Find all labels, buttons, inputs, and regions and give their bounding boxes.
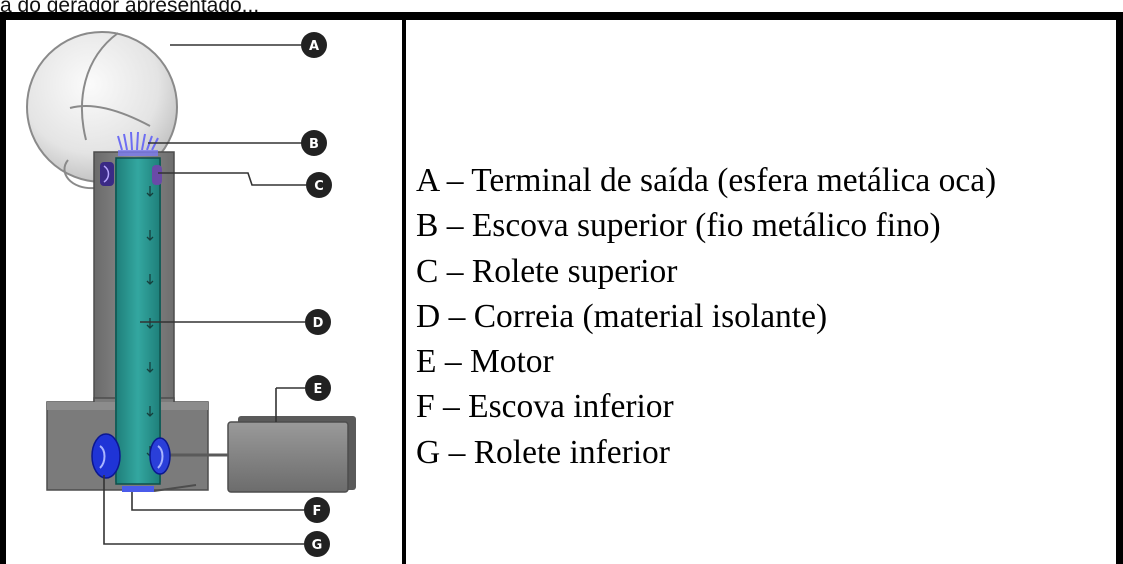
leader-line-e bbox=[275, 387, 305, 422]
belt-arrow-4 bbox=[146, 318, 154, 329]
marker-c-circle bbox=[306, 172, 332, 198]
conveyor-belt bbox=[115, 157, 161, 485]
belt-arrow-1 bbox=[146, 186, 154, 197]
top-roller bbox=[100, 162, 162, 186]
marker-e-label: E bbox=[314, 382, 323, 397]
label-markers: A B C D E F G bbox=[301, 32, 332, 557]
lower-brush bbox=[122, 484, 197, 492]
frame-top-border bbox=[0, 12, 1123, 20]
upper-brush bbox=[117, 131, 159, 156]
legend-item-b: B – Escova superior (fio metálico fino) bbox=[416, 207, 941, 245]
motor-block bbox=[168, 416, 356, 493]
legend-item-e: E – Motor bbox=[416, 343, 554, 381]
legend-item-d: D – Correia (material isolante) bbox=[416, 297, 828, 335]
marker-b-circle bbox=[301, 130, 327, 156]
marker-a-label: A bbox=[309, 39, 319, 54]
marker-f-label: F bbox=[313, 504, 322, 519]
legend-item-c: C – Rolete superior bbox=[416, 252, 678, 290]
marker-f-circle bbox=[304, 497, 330, 523]
marker-d-label: D bbox=[313, 316, 324, 331]
legend-item-g: G – Rolete inferior bbox=[416, 433, 670, 471]
van-de-graaff-generator-illustration: A B C D E F G bbox=[26, 31, 356, 557]
frame-left-border bbox=[0, 12, 6, 564]
belt-arrow-5 bbox=[146, 362, 154, 373]
marker-d-circle bbox=[305, 309, 331, 335]
marker-b-label: B bbox=[309, 137, 319, 152]
belt-arrow-2 bbox=[146, 230, 154, 241]
marker-g-label: G bbox=[312, 538, 323, 553]
leader-line-c bbox=[158, 172, 306, 186]
marker-a-circle bbox=[301, 32, 327, 58]
leader-line-f bbox=[131, 492, 304, 511]
label-leader-lines bbox=[103, 44, 306, 545]
component-legend: A – Terminal de saída (esfera metálica o… bbox=[416, 158, 996, 475]
marker-e-circle bbox=[305, 375, 331, 401]
marker-g-circle bbox=[304, 531, 330, 557]
belt-arrow-3 bbox=[146, 274, 154, 285]
frame-divider bbox=[402, 12, 406, 564]
leader-line-g bbox=[103, 475, 304, 545]
belt-arrow-6 bbox=[146, 406, 154, 417]
legend-item-a: A – Terminal de saída (esfera metálica o… bbox=[416, 162, 997, 199]
legend-item-f: F – Escova inferior bbox=[416, 388, 674, 426]
marker-c-label: C bbox=[314, 179, 324, 194]
bottom-roller bbox=[91, 433, 171, 479]
frame-right-border bbox=[1116, 12, 1123, 564]
belt-direction-arrows bbox=[146, 186, 154, 457]
